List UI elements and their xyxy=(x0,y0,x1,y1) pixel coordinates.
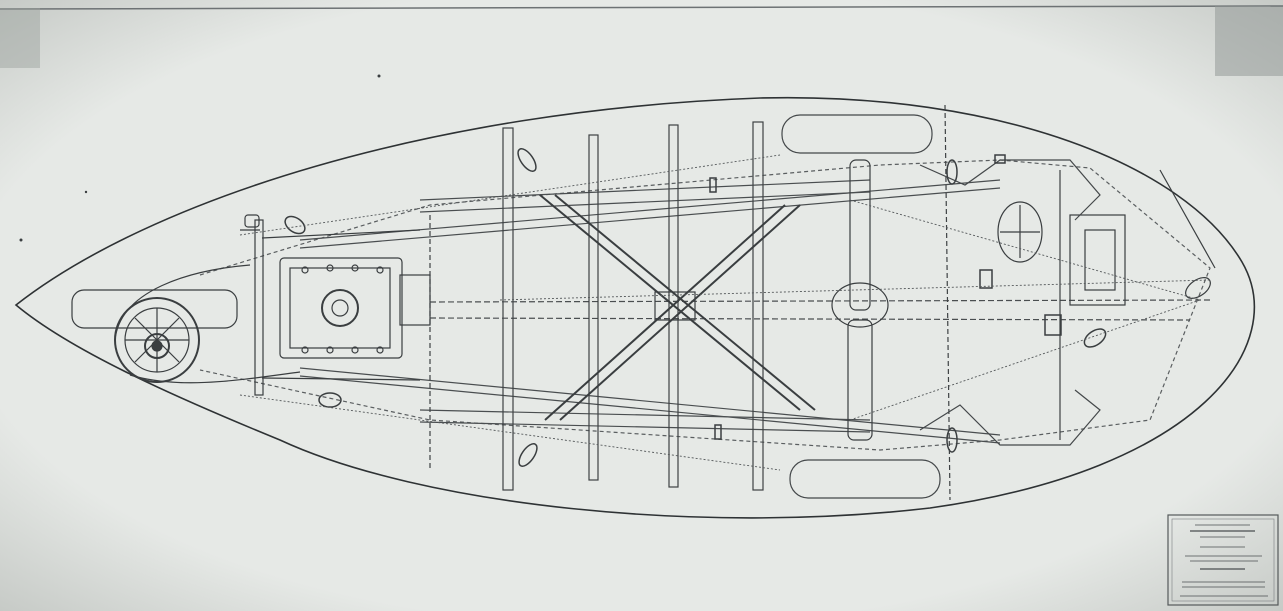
title-block-border xyxy=(1167,514,1279,606)
fittings xyxy=(284,148,1107,467)
general-arrangement-drawing xyxy=(14,96,1256,519)
front-wheel-assembly xyxy=(71,264,301,384)
transverse-frames xyxy=(429,104,1061,501)
title-block xyxy=(1167,514,1279,606)
deck-line xyxy=(199,159,1211,451)
engine-block xyxy=(240,214,431,396)
rigging-lines xyxy=(239,154,1211,471)
sheet-top-edge xyxy=(0,5,1283,10)
corner-smudge-right xyxy=(1215,6,1283,76)
frame-rails xyxy=(299,179,1211,444)
steering-wheel xyxy=(997,169,1216,306)
hull-outline xyxy=(14,96,1256,519)
paper-specks xyxy=(19,74,381,242)
drive-shaft xyxy=(831,159,889,441)
corner-smudge-left xyxy=(0,8,40,68)
floats xyxy=(781,114,1101,499)
cross-bracing xyxy=(539,194,816,421)
